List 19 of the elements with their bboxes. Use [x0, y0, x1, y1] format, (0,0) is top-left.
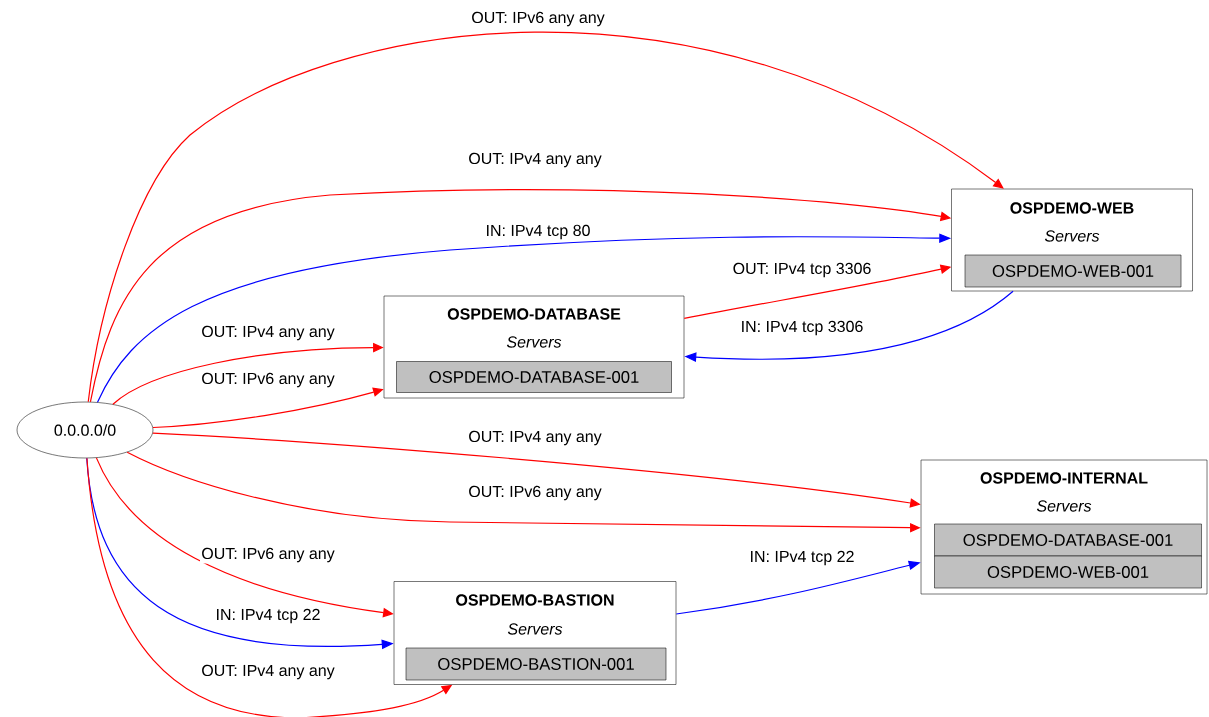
- server-box: OSPDEMO-BASTION-001: [405, 647, 667, 681]
- server-box: OSPDEMO-DATABASE-001: [934, 523, 1202, 557]
- server-box: OSPDEMO-WEB-001: [964, 254, 1182, 288]
- edge-label: OUT: IPv4 tcp 3306: [731, 261, 873, 279]
- edge-label: IN: IPv4 tcp 22: [214, 607, 322, 625]
- edge-label: OUT: IPv6 any any: [470, 10, 607, 28]
- edge-label: OUT: IPv6 any any: [200, 546, 337, 564]
- server-box: OSPDEMO-WEB-001: [934, 555, 1202, 589]
- edge-label: OUT: IPv6 any any: [467, 484, 604, 502]
- edge-label: OUT: IPv4 any any: [200, 663, 337, 681]
- server-box: OSPDEMO-DATABASE-001: [396, 361, 672, 393]
- edge-label: IN: IPv4 tcp 80: [484, 223, 592, 241]
- edge-label: OUT: IPv6 any any: [200, 371, 337, 389]
- edge-label: OUT: IPv4 any any: [200, 324, 337, 342]
- edge-label: IN: IPv4 tcp 22: [748, 549, 856, 567]
- arrow: [87, 31, 1004, 403]
- edge-label: OUT: IPv4 any any: [467, 151, 604, 169]
- edge-label: IN: IPv4 tcp 3306: [739, 319, 865, 337]
- edge-label: OUT: IPv4 any any: [467, 429, 604, 447]
